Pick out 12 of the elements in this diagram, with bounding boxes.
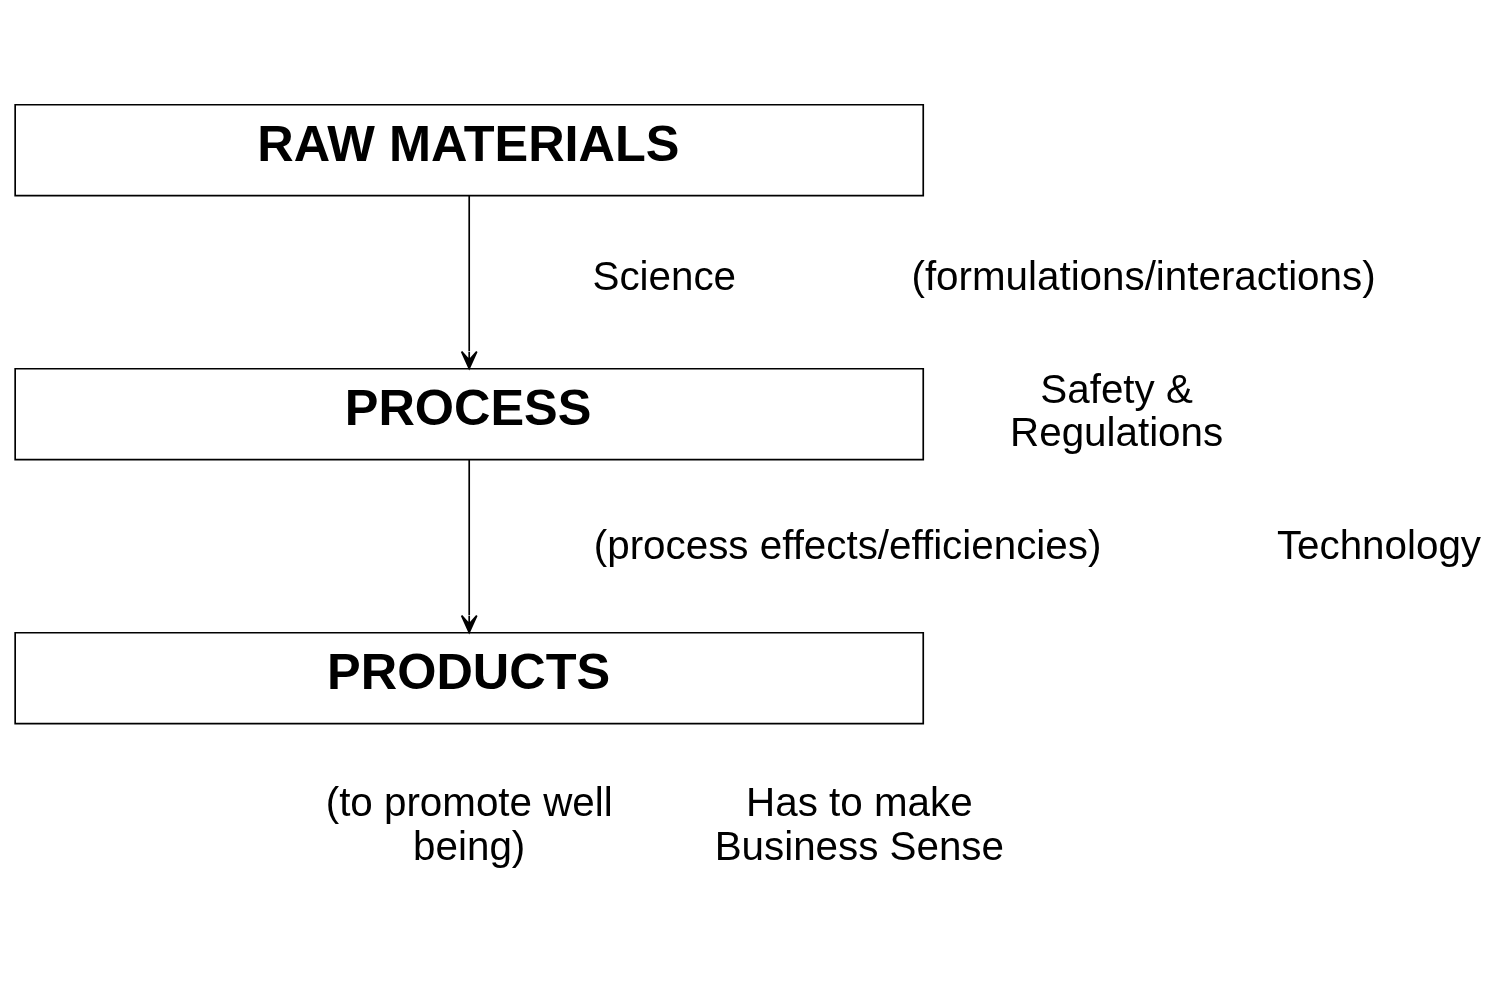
arrow <box>460 195 478 370</box>
node-box: PROCESS <box>14 367 925 461</box>
label: Science <box>592 253 737 300</box>
node-box: PRODUCTS <box>14 631 925 725</box>
label: (formulations/interactions) <box>911 253 1376 300</box>
label: Technology <box>1276 522 1482 569</box>
arrow <box>460 459 478 634</box>
label: (process effects/efficiencies) <box>593 522 1102 569</box>
label: Safety & Regulations <box>1010 365 1224 456</box>
node-box: RAW MATERIALS <box>14 103 925 197</box>
label: Has to make Business Sense <box>714 779 1004 870</box>
node-label: (to promote well being) <box>325 779 613 870</box>
